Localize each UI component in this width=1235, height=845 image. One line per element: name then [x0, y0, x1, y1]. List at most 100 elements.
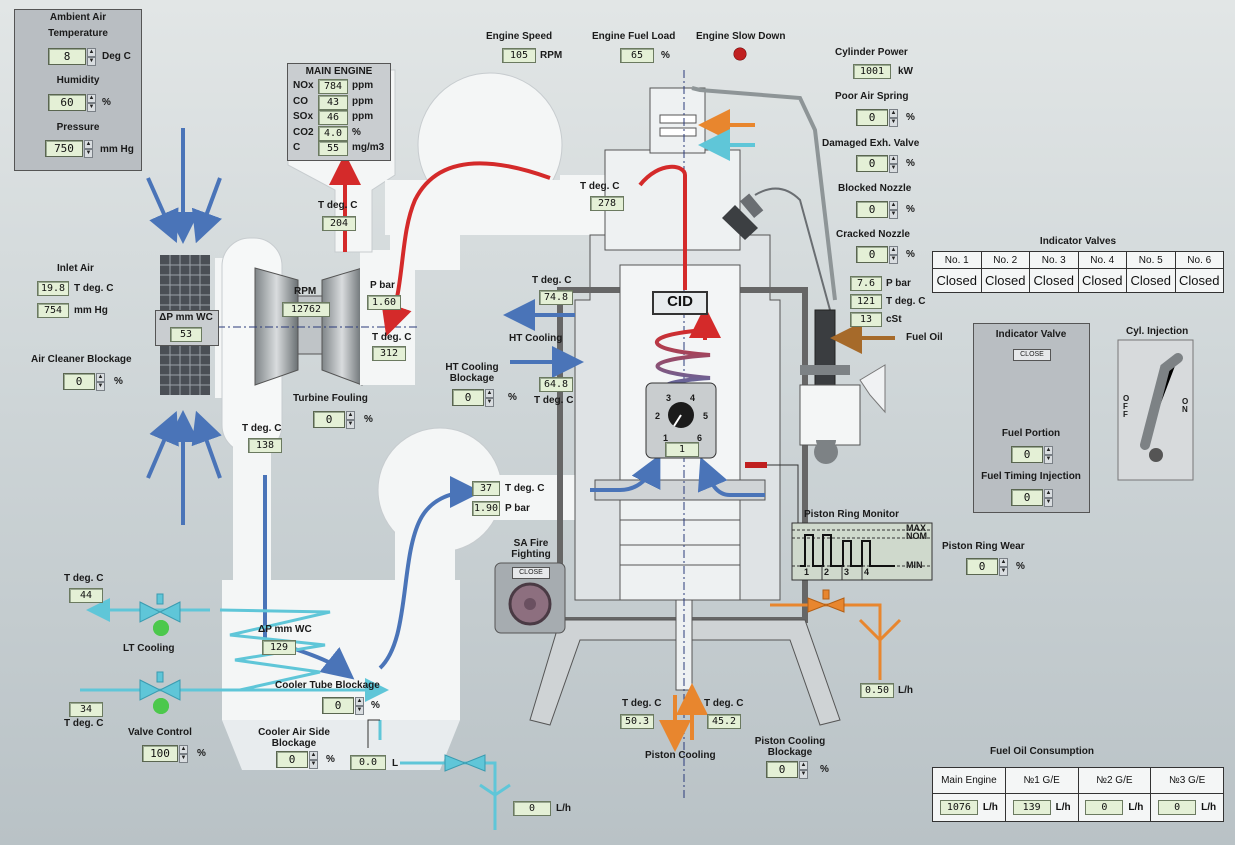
spin-down-icon[interactable]: ▼ — [889, 118, 898, 127]
indicator-valve-state-1[interactable]: Closed — [932, 268, 982, 293]
lt-cooling-outlet-valve-icon[interactable] — [138, 596, 184, 622]
fuel-timing-injection-spinner[interactable]: 0 ▲▼ — [1011, 489, 1053, 507]
spin-up-icon[interactable]: ▲ — [355, 697, 364, 706]
ht-cooling-in-temperature-value: 64.8 — [539, 377, 573, 392]
dial-number-2: 2 — [655, 411, 661, 421]
ht-cooling-in-temperature-label: T deg. C — [534, 395, 574, 406]
cooler-drain-valve-icon[interactable] — [442, 748, 488, 774]
piston-cooling-blockage-value[interactable]: 0 — [766, 761, 798, 778]
spin-down-icon[interactable]: ▼ — [96, 382, 105, 391]
spin-up-icon[interactable]: ▲ — [889, 109, 898, 118]
sa-fire-fighting-close-button[interactable]: CLOSE — [512, 567, 550, 579]
fuel-portion-spinner[interactable]: 0 ▲▼ — [1011, 446, 1053, 464]
air-cleaner-blockage-spinner[interactable]: 0 ▲▼ — [63, 373, 105, 391]
damaged-exh-valve-spinner[interactable]: 0 ▲▼ — [856, 155, 898, 173]
lt-cooling-in-temperature-label: T deg. C — [64, 718, 104, 729]
indicator-valve-state-2[interactable]: Closed — [980, 268, 1030, 293]
indicator-valve-close-button[interactable]: CLOSE — [1013, 349, 1051, 361]
sa-fire-fighting-handwheel-icon[interactable] — [505, 580, 557, 630]
ambient-humidity-spinner[interactable]: 60 ▲▼ — [48, 94, 96, 112]
indicator-valve-state-3[interactable]: Closed — [1029, 268, 1079, 293]
turbine-fouling-value[interactable]: 0 — [313, 411, 345, 428]
piston-ring-monitor-title: Piston Ring Monitor — [804, 509, 899, 520]
ambient-humidity-value[interactable]: 60 — [48, 94, 86, 111]
cooler-tube-blockage-spinner[interactable]: 0 ▲▼ — [322, 697, 364, 715]
blocked-nozzle-spinner[interactable]: 0 ▲▼ — [856, 201, 898, 219]
spin-up-icon[interactable]: ▲ — [87, 48, 96, 57]
spin-down-icon[interactable]: ▼ — [889, 210, 898, 219]
spin-up-icon[interactable]: ▲ — [889, 246, 898, 255]
fuel-portion-value[interactable]: 0 — [1011, 446, 1043, 463]
cracked-nozzle-value[interactable]: 0 — [856, 246, 888, 263]
ambient-humidity-label: Humidity — [56, 75, 100, 86]
spin-down-icon[interactable]: ▼ — [999, 567, 1008, 576]
spin-down-icon[interactable]: ▼ — [87, 103, 96, 112]
spin-up-icon[interactable]: ▲ — [96, 373, 105, 382]
spin-down-icon[interactable]: ▼ — [889, 255, 898, 264]
spin-down-icon[interactable]: ▼ — [346, 420, 355, 429]
spin-up-icon[interactable]: ▲ — [485, 389, 494, 398]
valve-control-spinner[interactable]: 100 ▲▼ — [142, 745, 188, 763]
spin-down-icon[interactable]: ▼ — [889, 164, 898, 173]
spin-up-icon[interactable]: ▲ — [87, 94, 96, 103]
ht-cooling-blockage-value[interactable]: 0 — [452, 389, 484, 406]
inlet-air-temperature-unit: T deg. C — [74, 283, 114, 294]
turbo-rpm-label: RPM — [294, 286, 317, 297]
spin-down-icon[interactable]: ▼ — [485, 398, 494, 407]
spin-down-icon[interactable]: ▼ — [355, 706, 364, 715]
spin-up-icon[interactable]: ▲ — [309, 751, 318, 760]
spin-up-icon[interactable]: ▲ — [889, 155, 898, 164]
cracked-nozzle-label: Cracked Nozzle — [836, 229, 910, 240]
cylinder-oil-valve-icon[interactable] — [803, 590, 849, 616]
piston-ring-wear-spinner[interactable]: 0 ▲▼ — [966, 558, 1008, 576]
indicator-valve-state-5[interactable]: Closed — [1126, 268, 1176, 293]
indicator-valve-state-4[interactable]: Closed — [1077, 268, 1127, 293]
spin-down-icon[interactable]: ▼ — [87, 57, 96, 66]
cylinder-selector-knob-icon[interactable] — [662, 398, 700, 434]
ambient-pressure-value[interactable]: 750 — [45, 140, 83, 157]
spin-down-icon[interactable]: ▼ — [1044, 455, 1053, 464]
air-cleaner-blockage-value[interactable]: 0 — [63, 373, 95, 390]
poor-air-spring-value[interactable]: 0 — [856, 109, 888, 126]
spin-up-icon[interactable]: ▲ — [1044, 446, 1053, 455]
cooler-air-side-blockage-spinner[interactable]: 0 ▲▼ — [276, 751, 318, 769]
spin-up-icon[interactable]: ▲ — [799, 761, 808, 770]
emission-unit-0: ppm — [352, 80, 374, 91]
cylinder-power-value: 1001 — [853, 64, 891, 79]
ambient-temperature-value[interactable]: 8 — [48, 48, 86, 65]
compressor-out-temperature-label: T deg. C — [242, 423, 282, 434]
spin-up-icon[interactable]: ▲ — [346, 411, 355, 420]
spin-down-icon[interactable]: ▼ — [309, 760, 318, 769]
spin-down-icon[interactable]: ▼ — [179, 754, 188, 763]
spin-down-icon[interactable]: ▼ — [84, 149, 93, 158]
cid-button[interactable]: CID — [652, 291, 708, 315]
spin-down-icon[interactable]: ▼ — [1044, 498, 1053, 507]
spin-down-icon[interactable]: ▼ — [799, 770, 808, 779]
cyl-injection-lever[interactable] — [1138, 352, 1183, 464]
valve-control-value[interactable]: 100 — [142, 745, 178, 762]
cyl-injection-title: Cyl. Injection — [1126, 326, 1189, 337]
indicator-valve-handwheel-icon[interactable] — [1005, 363, 1057, 413]
spin-up-icon[interactable]: ▲ — [999, 558, 1008, 567]
blocked-nozzle-value[interactable]: 0 — [856, 201, 888, 218]
fuel-timing-injection-value[interactable]: 0 — [1011, 489, 1043, 506]
poor-air-spring-spinner[interactable]: 0 ▲▼ — [856, 109, 898, 127]
damaged-exh-valve-value[interactable]: 0 — [856, 155, 888, 172]
emission-unit-2: ppm — [352, 111, 374, 122]
spin-up-icon[interactable]: ▲ — [1044, 489, 1053, 498]
piston-ring-wear-value[interactable]: 0 — [966, 558, 998, 575]
cooler-air-side-blockage-value[interactable]: 0 — [276, 751, 308, 768]
turbine-fouling-spinner[interactable]: 0 ▲▼ — [313, 411, 355, 429]
indicator-valve-state-6[interactable]: Closed — [1174, 268, 1224, 293]
lt-cooling-control-valve-icon[interactable] — [138, 674, 184, 700]
piston-cooling-blockage-spinner[interactable]: 0 ▲▼ — [766, 761, 808, 779]
ht-cooling-blockage-spinner[interactable]: 0 ▲▼ — [452, 389, 494, 407]
ambient-temperature-label: Temperature — [48, 28, 108, 39]
ambient-temperature-spinner[interactable]: 8 ▲▼ — [48, 48, 96, 66]
spin-up-icon[interactable]: ▲ — [179, 745, 188, 754]
cooler-tube-blockage-value[interactable]: 0 — [322, 697, 354, 714]
cracked-nozzle-spinner[interactable]: 0 ▲▼ — [856, 246, 898, 264]
ambient-pressure-spinner[interactable]: 750 ▲▼ — [45, 140, 93, 158]
spin-up-icon[interactable]: ▲ — [889, 201, 898, 210]
spin-up-icon[interactable]: ▲ — [84, 140, 93, 149]
